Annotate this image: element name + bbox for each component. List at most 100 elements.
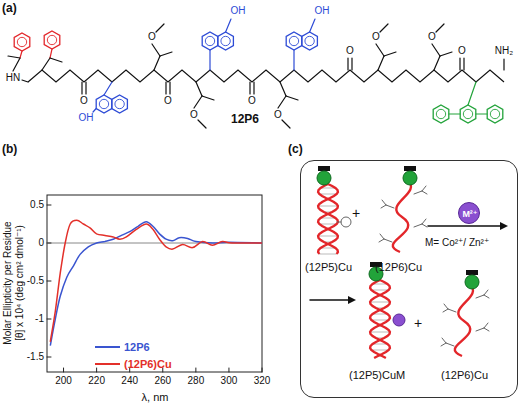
tick-label: 200: [55, 375, 72, 387]
bond: [293, 50, 294, 70]
base-pair: [319, 254, 336, 255]
hydroxyl-label: OH: [79, 112, 94, 124]
bond: [449, 113, 460, 114]
pyridine-ring: [460, 105, 476, 123]
bond: [434, 56, 440, 70]
side-chain: [443, 309, 448, 312]
side-chain: [442, 338, 446, 343]
bond: [196, 82, 202, 96]
base-pair: [371, 350, 388, 351]
bond: [152, 44, 160, 56]
amide-label: NH₂: [495, 45, 513, 57]
side-chain: [337, 222, 341, 223]
helix-strand: [370, 280, 390, 358]
bond: [347, 58, 348, 70]
phenyl-ring: [17, 37, 26, 46]
panel-letter: (b): [2, 143, 17, 157]
tick-label: -1: [35, 313, 44, 325]
side-chain: [380, 234, 384, 239]
side-chain: [379, 239, 384, 242]
bond: [249, 82, 250, 94]
bond: [42, 58, 50, 70]
bond: [380, 24, 388, 32]
bond: [160, 52, 172, 56]
base-pair: [370, 332, 390, 333]
atom-label: O: [458, 45, 466, 57]
quinoline-ring: [96, 95, 112, 113]
tick-label: 0: [38, 237, 44, 249]
quinoline-ring: [289, 36, 298, 45]
side-chain: [422, 224, 427, 227]
side-chain: [386, 205, 394, 208]
base-pair: [370, 302, 390, 303]
base-pair: [319, 194, 336, 195]
side-chain: [441, 343, 446, 346]
phenyl-ring: [14, 33, 30, 51]
bond: [20, 51, 22, 58]
side-chain: [384, 239, 392, 242]
bond: [463, 58, 464, 70]
pyridine-ring: [487, 105, 503, 123]
copper-cap: [404, 166, 416, 171]
legend-label: (12P6)Cu: [124, 358, 172, 371]
legend-swatch: [95, 363, 120, 365]
side-chain: [446, 343, 454, 346]
scheme-box: (12P5)Cu+(12P6)CuM= Co²⁺/ Zn²⁺(12P5)CuM+…: [300, 160, 518, 398]
reaction-arrow: [428, 225, 502, 227]
side-chain: [484, 323, 488, 328]
tick-label: 240: [121, 375, 138, 387]
bond: [459, 58, 460, 70]
axis-title: Molar Ellipticity per Residue: [2, 221, 14, 344]
tick: [47, 357, 51, 358]
tick-label: 0.5: [30, 199, 44, 211]
helix-strand: [370, 280, 390, 358]
pyridine-ring: [433, 105, 449, 123]
scheme-label: +: [414, 315, 422, 331]
bond: [93, 109, 96, 113]
atom-label: O: [164, 95, 172, 107]
reaction-arrow: [310, 299, 350, 301]
copper-cap: [318, 166, 330, 171]
quinoline-ring: [221, 36, 230, 45]
tick-label: -1.5: [27, 351, 44, 363]
quinoline-ring: [112, 95, 128, 113]
base-pair: [371, 290, 388, 291]
tick: [47, 281, 51, 282]
bond: [226, 19, 231, 32]
side-chain: [414, 191, 422, 194]
tick-label: -0.5: [27, 275, 44, 287]
atom-label: O: [346, 45, 354, 57]
scheme-label: +: [352, 205, 360, 221]
tick-label: 260: [154, 375, 171, 387]
atom-label: O: [428, 31, 436, 43]
bond: [50, 58, 62, 62]
bond: [104, 82, 112, 95]
tick: [47, 319, 51, 320]
bond: [280, 82, 286, 96]
scheme-label: (12P6)Cu: [441, 369, 488, 382]
bond: [194, 96, 202, 108]
panel-letter: (a): [2, 2, 17, 16]
bond: [286, 96, 298, 100]
backbone: [28, 70, 504, 82]
copper-cap: [466, 270, 478, 275]
tick: [63, 368, 64, 372]
bond: [169, 82, 170, 94]
helix-strand: [318, 184, 338, 254]
bond: [351, 58, 352, 70]
bond: [85, 82, 86, 94]
bond: [209, 50, 210, 70]
atom-label: O: [372, 31, 380, 43]
cd-curve: [50, 222, 262, 346]
side-chain: [444, 304, 448, 309]
side-chain: [382, 200, 386, 205]
side-chain: [381, 205, 386, 208]
bond: [154, 56, 160, 70]
bond: [378, 56, 384, 70]
quinoline-ring: [286, 32, 302, 50]
bond: [81, 82, 82, 94]
pyridine-ring: [436, 109, 445, 118]
atom-label: O: [248, 95, 256, 107]
axis-title: λ, nm: [142, 391, 169, 404]
